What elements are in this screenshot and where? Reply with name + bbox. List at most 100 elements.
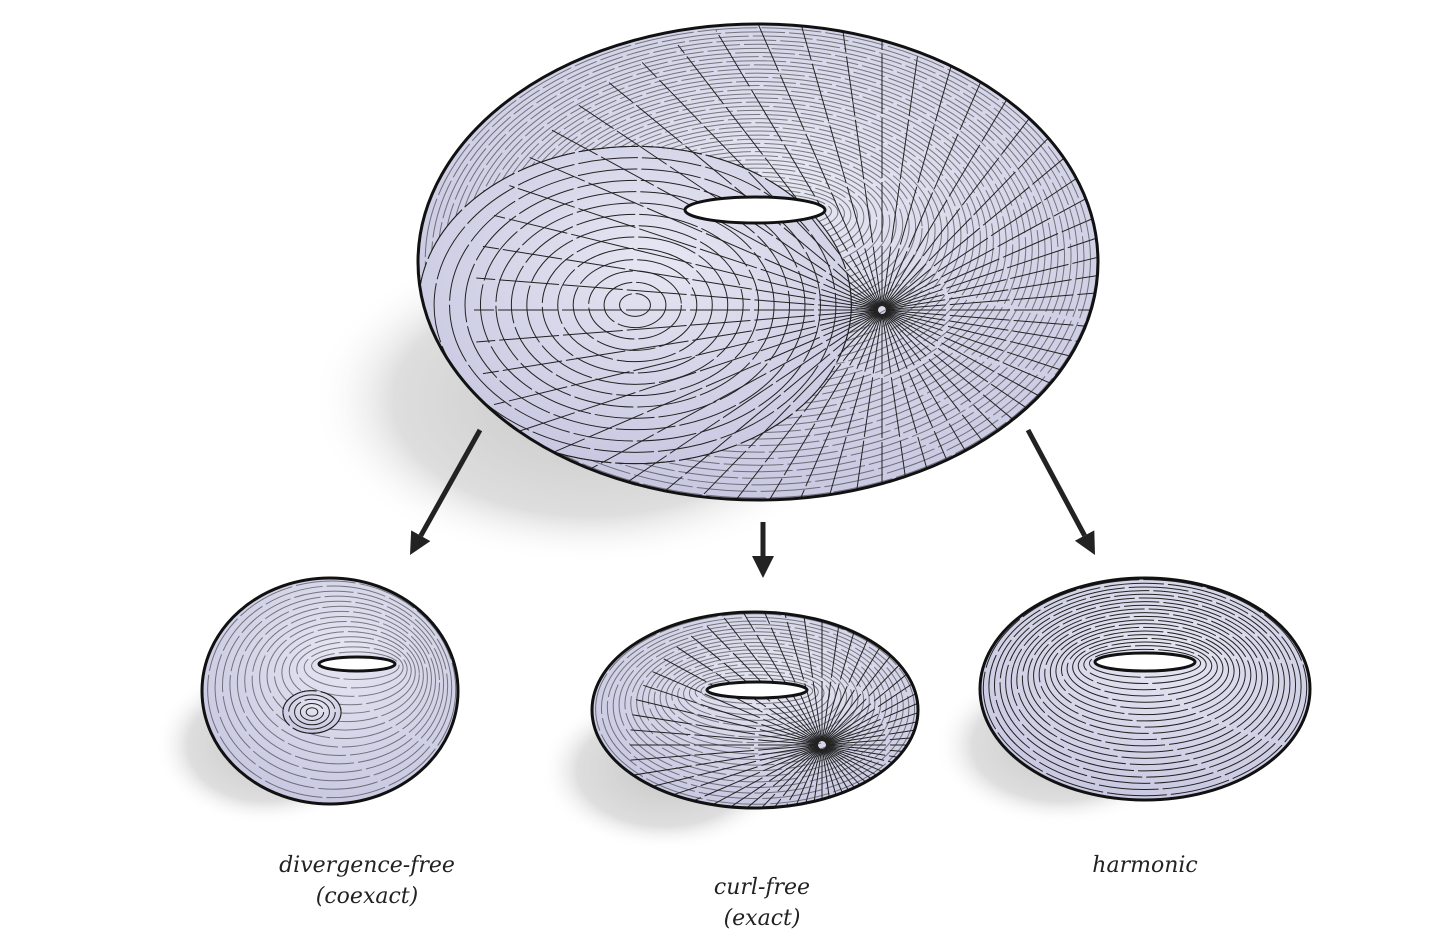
radial-streamline (755, 313, 882, 500)
streamline (281, 631, 416, 714)
original-torus-hole (683, 195, 827, 225)
radial-streamline (885, 277, 1098, 311)
streamline (244, 605, 436, 756)
radial-streamline (715, 30, 881, 307)
radial-streamline (677, 313, 881, 500)
original-torus (416, 22, 1100, 502)
radial-streamline (742, 748, 821, 808)
streamline (1033, 612, 1257, 741)
streamline (1010, 597, 1280, 766)
radial-streamline (509, 185, 879, 309)
harmonic-torus-outline (978, 576, 1312, 802)
label-harmonic: harmonic (995, 850, 1295, 881)
streamline (1072, 637, 1218, 697)
radial-streamline (608, 82, 880, 308)
radial-streamline (823, 612, 902, 742)
original-torus-outline (416, 22, 1100, 502)
vortex-streamline (305, 707, 319, 717)
radial-streamline (824, 658, 918, 744)
radial-streamline (825, 714, 918, 745)
streamline (677, 663, 836, 727)
streamline (1044, 619, 1246, 728)
streamline (659, 652, 853, 744)
streamline (671, 659, 842, 733)
vortex-streamline (557, 247, 713, 363)
vortex-streamline (541, 236, 729, 374)
radial-streamline (627, 729, 819, 746)
radial-streamline (723, 748, 821, 808)
label-curl-free-title: curl-free (713, 875, 811, 900)
arrow-head (752, 556, 774, 578)
streamline (229, 595, 445, 773)
streamline (1066, 634, 1224, 703)
harmonic-torus (978, 576, 1312, 802)
streamline (683, 667, 831, 721)
radial-streamline (796, 24, 882, 307)
vortex-streamline (510, 213, 760, 397)
radial-streamline (884, 129, 1098, 309)
streamline (630, 634, 882, 772)
radial-streamline (822, 748, 864, 808)
streamline (665, 656, 848, 738)
streamline (653, 649, 859, 749)
radial-streamline (476, 309, 879, 343)
label-divergence-free-title: divergence-free (279, 853, 455, 878)
vortex-streamline (603, 281, 667, 329)
vortex-streamline (464, 179, 806, 431)
radial-streamline (825, 744, 918, 761)
streamline (311, 651, 400, 680)
streamline (1088, 648, 1202, 678)
streamline (259, 615, 428, 740)
streamline (606, 620, 904, 794)
harmonic-torus-hole (1093, 651, 1197, 673)
radial-streamline (476, 277, 879, 311)
streamline (647, 645, 865, 755)
radial-streamline (652, 671, 819, 744)
vortex-streamline (299, 702, 325, 722)
radial-streamline (761, 612, 822, 742)
radial-streamline (761, 748, 822, 808)
streamline (303, 646, 404, 689)
radial-streamline (882, 313, 968, 500)
radial-streamline (643, 684, 819, 744)
radial-streamline (882, 24, 968, 307)
radial-streamline (482, 245, 879, 310)
radial-streamline (884, 82, 1098, 308)
radial-streamline (824, 635, 918, 743)
radial-streamline (551, 311, 880, 491)
radial-streamline (825, 745, 918, 776)
arrow-to-divergence-free (410, 428, 483, 555)
vortex-streamline (526, 225, 744, 385)
arrow-shaft (418, 428, 483, 538)
vortex-streamline (282, 690, 342, 734)
streamline (636, 638, 876, 766)
streamline (999, 590, 1291, 778)
divergence-free-torus-hole (317, 655, 397, 673)
streamline (251, 610, 432, 748)
radial-streamline (885, 214, 1098, 310)
label-exact: (exact) (723, 906, 801, 931)
streamline (288, 636, 412, 706)
radial-streamline (641, 62, 881, 308)
curl-free-torus (590, 610, 920, 810)
curl-free-streamlines (592, 612, 918, 808)
radial-streamline (742, 612, 821, 742)
harmonic-streamlines (980, 578, 1310, 800)
radial-streamline (493, 214, 879, 310)
streamline (612, 624, 899, 788)
radial-streamline (635, 699, 819, 745)
curl-free-torus-hole (705, 680, 809, 700)
radial-streamline (715, 313, 881, 500)
radial-streamline (723, 617, 821, 742)
streamline (1077, 641, 1213, 691)
vortex-streamline (294, 698, 330, 726)
streamline (600, 616, 910, 800)
radial-streamline (641, 312, 881, 500)
streamline (469, 56, 1046, 447)
radial-streamline (706, 747, 821, 808)
streamline (1038, 615, 1252, 734)
streamline (236, 600, 441, 765)
radial-streamline (823, 625, 918, 743)
radial-streamline (825, 671, 918, 744)
streamline (1083, 645, 1207, 684)
